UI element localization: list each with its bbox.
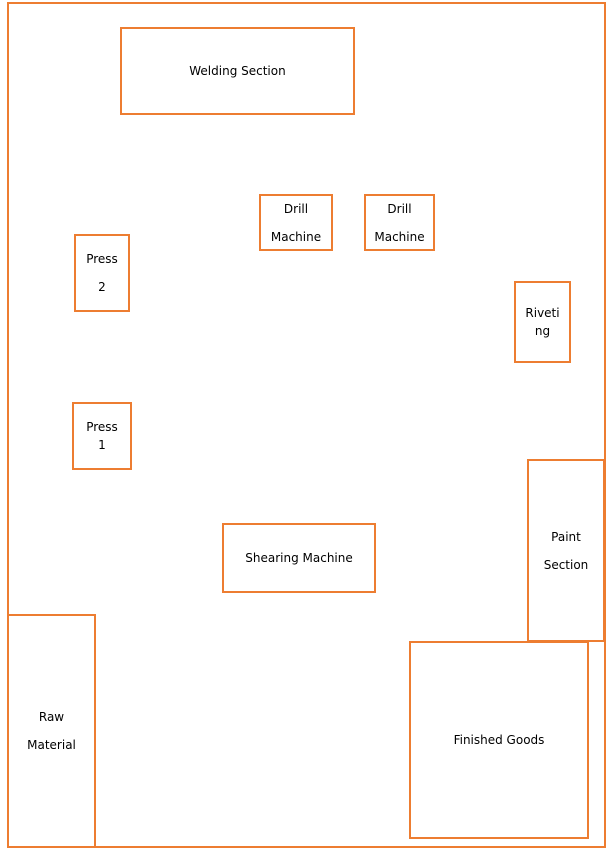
paint-section-area: Paint Section bbox=[527, 459, 605, 642]
raw-material-area: Raw Material bbox=[7, 614, 96, 848]
paint-section-label-line1: Paint bbox=[551, 529, 581, 544]
press-1-label-line1: Press bbox=[86, 420, 118, 434]
raw-material-label-line1: Raw bbox=[38, 710, 65, 724]
drill-machine-1-label-line1: Drill bbox=[283, 201, 309, 216]
welding-section-area: Welding Section bbox=[120, 27, 355, 115]
drill-machine-2-label-line1: Drill bbox=[387, 201, 412, 216]
drill-machine-1-label-line2: Machine bbox=[270, 229, 322, 244]
finished-goods-area: Finished Goods bbox=[409, 641, 589, 839]
shearing-machine-label: Shearing Machine bbox=[245, 551, 353, 565]
press-2-label-line2: 2 bbox=[98, 280, 106, 294]
press-1-area: Press 1 bbox=[72, 402, 132, 470]
drill-machine-1-area: Drill Machine bbox=[259, 194, 333, 251]
drill-machine-2-label-line2: Machine bbox=[374, 229, 425, 244]
welding-section-label: Welding Section bbox=[189, 64, 286, 78]
riveting-area: Riveti ng bbox=[514, 281, 571, 363]
paint-section-label-line2: Section bbox=[543, 557, 589, 572]
riveting-label-line1: Riveti bbox=[525, 306, 560, 320]
press-2-label-line1: Press bbox=[86, 252, 118, 266]
riveting-label-line2: ng bbox=[534, 324, 551, 338]
drill-machine-2-area: Drill Machine bbox=[364, 194, 435, 251]
press-2-area: Press 2 bbox=[74, 234, 130, 312]
finished-goods-label: Finished Goods bbox=[453, 733, 545, 747]
shearing-machine-area: Shearing Machine bbox=[222, 523, 376, 593]
raw-material-label-line2: Material bbox=[27, 738, 76, 752]
press-1-label-line2: 1 bbox=[98, 438, 106, 452]
